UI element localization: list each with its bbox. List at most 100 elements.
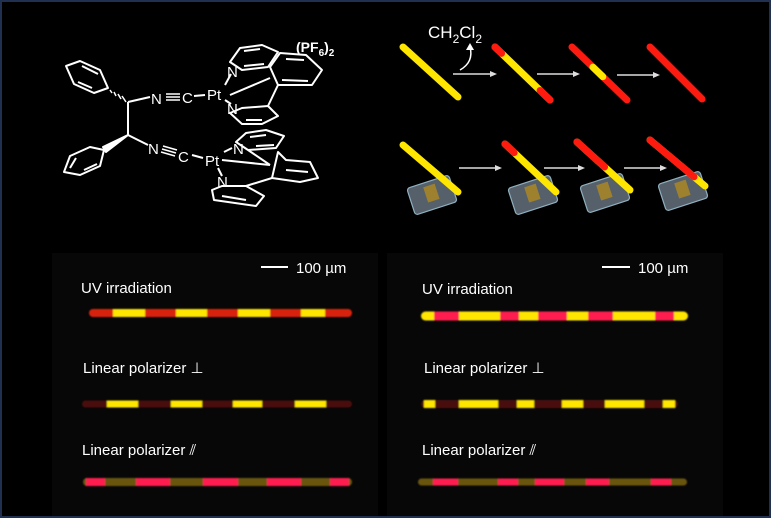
atom-N: N [217,174,228,191]
crystal-segment [86,478,105,486]
crystal-segment [295,400,326,408]
crystal-segment [238,309,270,317]
panel-left: 100 µm UV irradiation Linear polarizer ⊥… [81,260,346,459]
curved-arrow-head-icon [466,43,474,50]
triple-bond-lower [160,145,178,157]
rod-step-3 [646,43,706,103]
crystal-right-parallel [418,478,687,486]
rod-initial [399,43,462,101]
solvent-label: CH2Cl2 [428,23,482,46]
row-label-parallel: Linear polarizer ⫽ [82,442,197,459]
substrate-block [579,173,631,213]
counterion-label: (PF6)2 [296,39,335,59]
row-label-perpendicular: Linear polarizer ⊥ [424,360,545,377]
crystal-segment [424,400,435,408]
crystal-segment [301,309,325,317]
crystal-segment [562,400,583,408]
crystal-segment [267,478,301,486]
crystal-segment [434,311,459,321]
crystal-left-parallel [83,478,352,486]
substrate-block [406,175,458,215]
rod-segment [399,141,462,196]
crystal-segment [136,478,170,486]
crystal-segment [107,400,138,408]
rod-substrate-step-3 [646,136,709,190]
crystal-segment [538,311,567,321]
crystal-segment [330,478,349,486]
rod-substrate-initial [399,141,462,196]
crystal-segment [176,309,207,317]
pyridine-ring [229,44,279,71]
crystal-body [89,309,352,317]
crystal-segment [588,311,613,321]
crystal-left-perpendicular [82,400,352,408]
crystal-segment [233,400,262,408]
atom-Pt: Pt [207,87,222,104]
atom-C: C [178,149,189,166]
benzene-ring [271,151,319,183]
triple-bond-upper [166,93,180,101]
crystal-segment [500,311,519,321]
arrow-right-icon [453,71,497,77]
atom-N: N [151,91,162,108]
crystal-right-perpendicular [421,400,678,408]
hashed-bond [109,89,127,103]
rod-step-1 [491,43,554,104]
chemical-structure [63,44,323,207]
row-label-parallel: Linear polarizer ⫽ [422,442,537,459]
arrow-right-icon [624,165,667,171]
arrow-right-icon [459,165,502,171]
curved-arrow [459,46,472,71]
crystal-segment [433,478,458,486]
row-label-perpendicular: Linear polarizer ⊥ [83,360,204,377]
crystal-segment [459,400,498,408]
atom-N: N [227,101,238,118]
rod-segment [589,63,607,81]
substrate-block [657,171,709,211]
row-label-uv: UV irradiation [422,281,513,298]
substrate-block [507,175,559,215]
rod-segment [501,140,518,157]
arrow-right-icon [544,165,585,171]
phenyl-ring-upper [65,60,109,94]
rod-segment [399,43,462,101]
crystal-segment [498,478,518,486]
atom-Pt: Pt [205,153,220,170]
atom-labels: N C Pt N N N C Pt N N [148,64,244,191]
panel-left-background [52,253,378,516]
crystal-left-uv [89,309,352,317]
crystal-segment [663,400,675,408]
rod-substrate-step-1 [501,140,560,196]
crystal-segment [203,478,238,486]
phenyl-ring-lower [63,146,105,176]
scale-bar-label: 100 µm [638,260,688,277]
wedge-bond [102,134,129,153]
crystal-segment [535,478,564,486]
crystal-segment [655,311,674,321]
rod-step-2 [568,43,631,104]
arrow-right-icon [617,72,660,78]
atom-C: C [182,90,193,107]
panel-right-background [387,253,723,516]
crystal-body [82,400,352,408]
rod-segment [646,43,706,103]
crystal-segment [586,478,609,486]
atom-N: N [227,64,238,81]
row-label-uv: UV irradiation [81,280,172,297]
arrow-right-icon [537,71,580,77]
crystal-segment [605,400,644,408]
scale-bar-label: 100 µm [296,260,346,277]
rod-segment [536,86,554,104]
rod-substrate-step-2 [573,138,634,194]
crystal-right-uv [421,311,688,321]
atom-N: N [233,141,244,158]
crystal-segment [517,400,534,408]
rod-segment [491,43,506,57]
crystal-segment [651,478,671,486]
pyridine-ring [211,185,265,207]
rod-segment [646,136,698,181]
crystal-segment [113,309,145,317]
rod-segment [573,138,609,171]
